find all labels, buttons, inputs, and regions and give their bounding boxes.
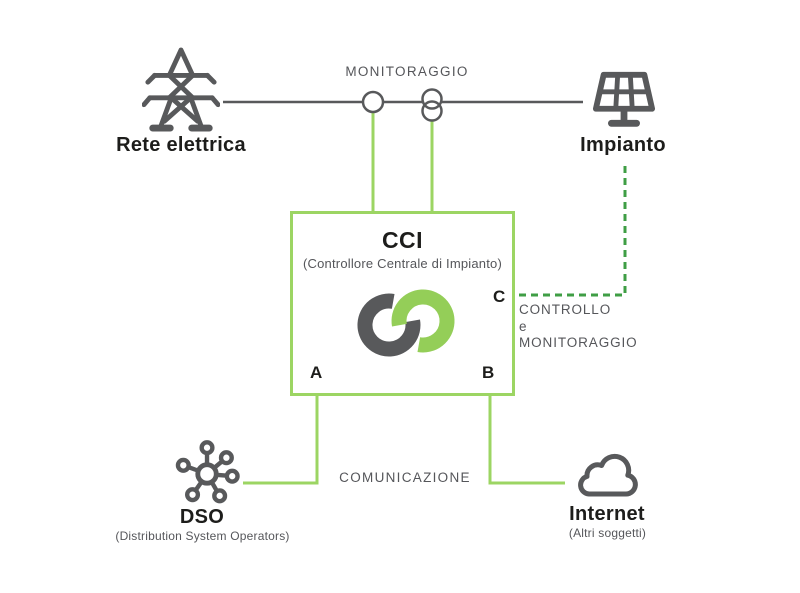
rete-elettrica-label: Rete elettrica [116, 134, 246, 156]
comunicazione-label: COMUNICAZIONE [339, 470, 471, 485]
impianto-label: Impianto [580, 134, 666, 156]
port-c-label: C [493, 287, 506, 306]
transformer-icon [421, 88, 443, 122]
port-a-label: A [310, 363, 323, 382]
measurement-point-icon [361, 90, 385, 114]
controllo-line2: e [519, 318, 528, 334]
dso-sublabel: (Distribution System Operators) [115, 529, 290, 543]
cci-subtitle: (Controllore Centrale di Impianto) [303, 256, 502, 271]
controllo-monitoraggio-label: CONTROLLO e MONITORAGGIO [519, 302, 638, 352]
cci-title: CCI [381, 227, 424, 253]
control-monitoring-dashed-link [515, 166, 627, 297]
internet-sublabel: (Altri soggetti) [568, 526, 647, 540]
cloud-icon [578, 453, 638, 497]
network-hub-icon [175, 440, 240, 504]
monitoraggio-label: MONITORAGGIO [345, 64, 469, 79]
cci-box: CCI (Controllore Centrale di Impianto) [290, 211, 515, 396]
controllo-line3: MONITORAGGIO [519, 335, 638, 350]
communication-link-dso [243, 394, 319, 485]
solar-panel-icon [592, 71, 656, 127]
cci-logo [357, 289, 455, 357]
controllo-line1: CONTROLLO [519, 302, 612, 317]
port-b-label: B [482, 363, 495, 382]
communication-link-internet [488, 394, 565, 485]
internet-label: Internet [569, 503, 645, 525]
dso-label: DSO [179, 506, 225, 528]
transmission-tower-icon [142, 47, 220, 132]
